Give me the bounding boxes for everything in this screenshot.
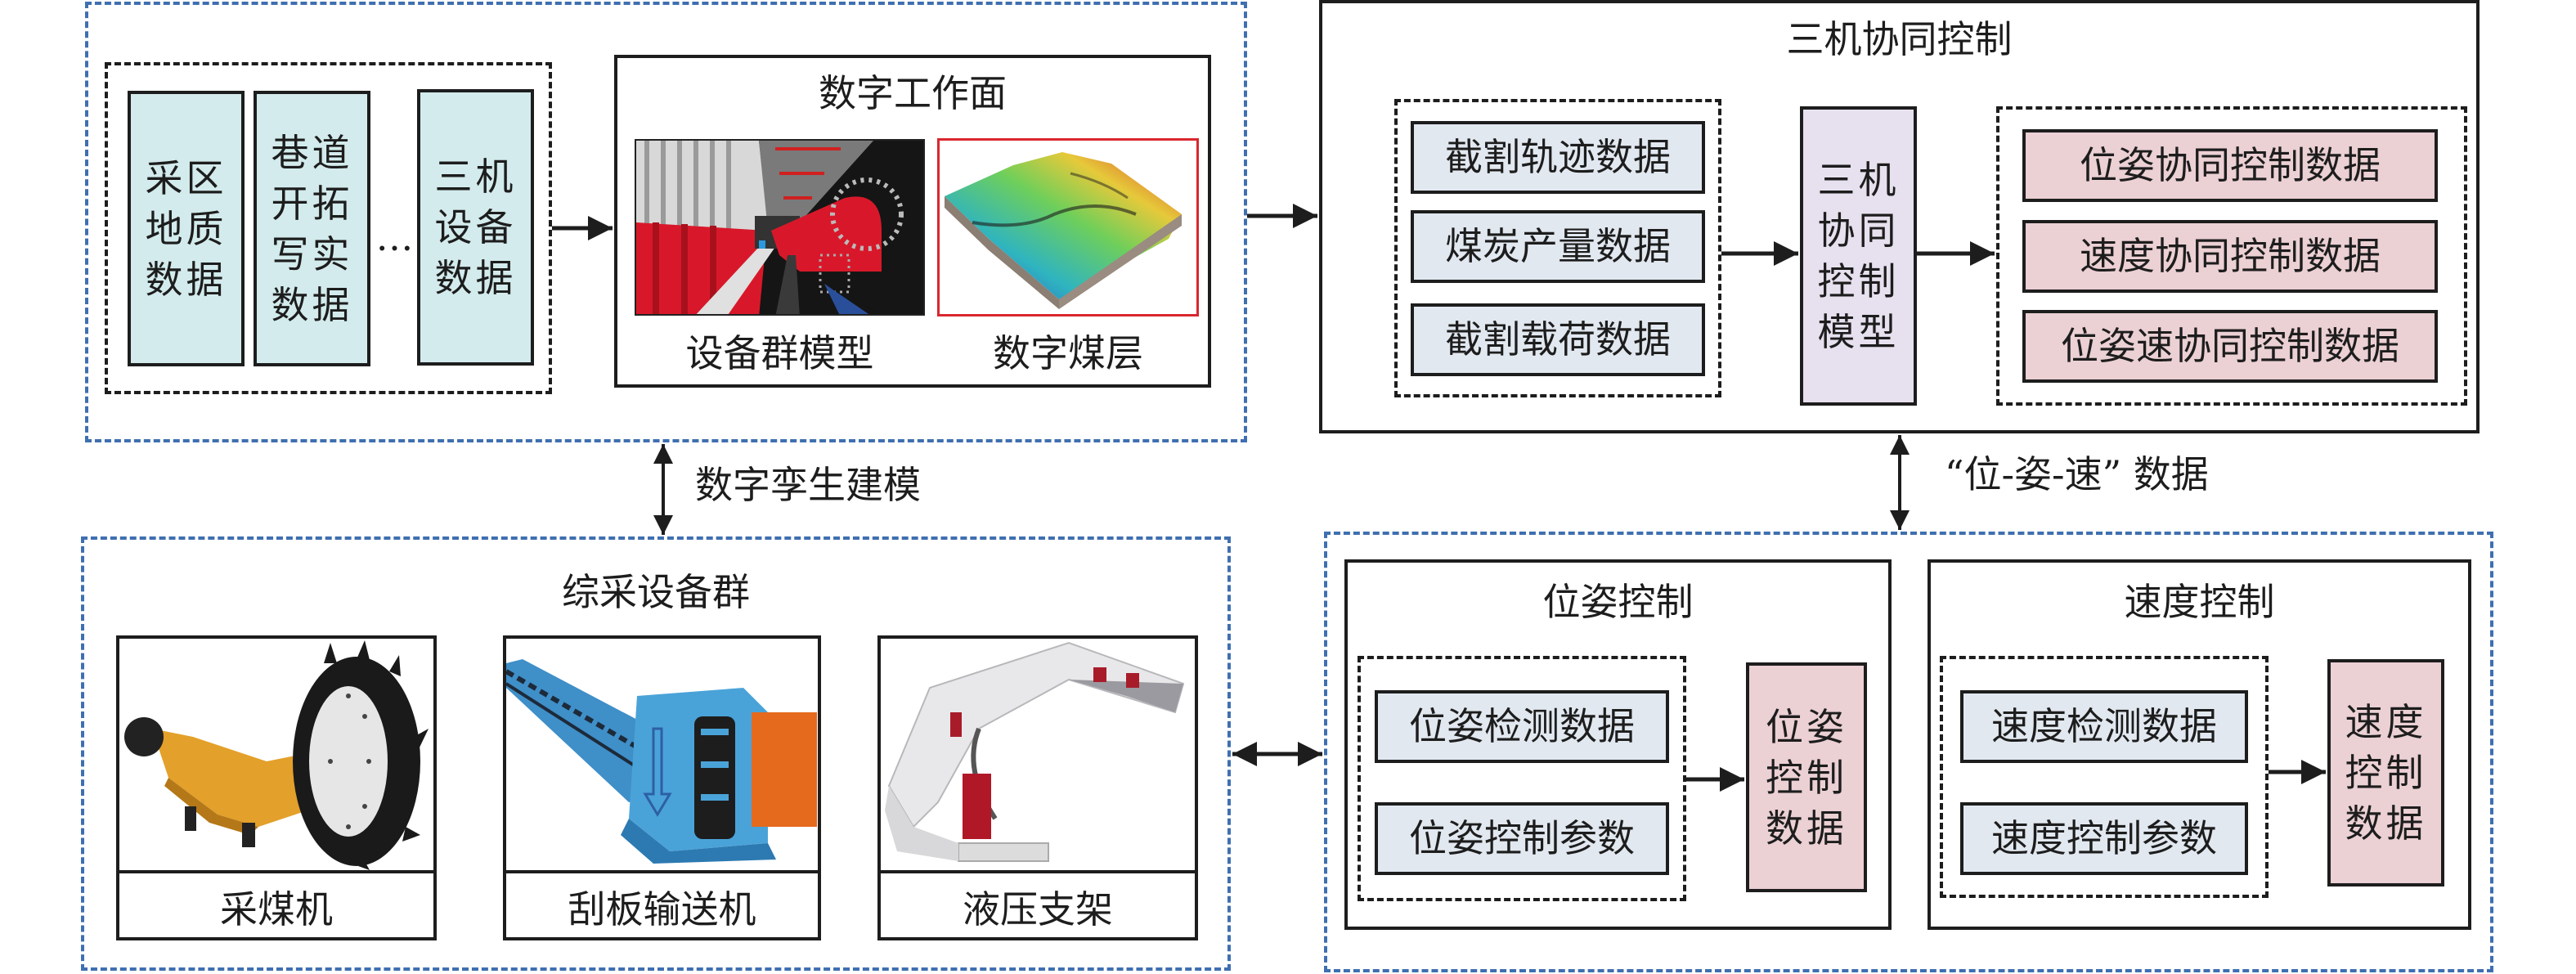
data-sources-group — [105, 62, 552, 394]
pose-control-title: 位姿控制 — [1542, 580, 1694, 624]
speed-control-title: 速度控制 — [2124, 580, 2275, 624]
equipment-group-model-graphic — [636, 141, 923, 314]
speed-input-parameters: 速度控制参数 — [1960, 802, 2248, 875]
speed-control-output-label: 速度 控制 数据 — [2345, 700, 2427, 846]
pose-control-output: 位姿 控制 数据 — [1746, 662, 1867, 892]
conveyor-divider — [503, 870, 821, 873]
equipment-group-title: 综采设备群 — [562, 570, 750, 614]
pose-input-parameters: 位姿控制参数 — [1375, 802, 1669, 875]
data-source-geology: 采区 地质 数据 — [128, 91, 245, 366]
data-source-roadway: 巷道 开拓 写实 数据 — [254, 91, 370, 366]
scraper-conveyor-graphic — [506, 659, 817, 864]
coordination-output-label: 速度协同控制数据 — [2080, 233, 2381, 278]
pose-input-detection: 位姿检测数据 — [1375, 690, 1669, 763]
equipment-group-panel — [81, 536, 1231, 971]
coordination-outputs-group — [1996, 106, 2467, 406]
coordination-inputs-group — [1394, 99, 1721, 397]
digital-coal-seam-image — [937, 138, 1199, 316]
speed-input-label: 速度检测数据 — [1991, 703, 2217, 748]
speed-input-detection: 速度检测数据 — [1960, 690, 2248, 763]
coordination-output-label: 位姿协同控制数据 — [2080, 142, 2381, 187]
coordination-output-label: 位姿速协同控制数据 — [2061, 323, 2399, 368]
shearer-divider — [116, 870, 437, 873]
coordination-input-cutting-load: 截割载荷数据 — [1411, 303, 1705, 376]
coordination-input-label: 煤炭产量数据 — [1445, 223, 1671, 268]
coordination-model-label: 三机 协同 控制 模型 — [1817, 158, 1900, 354]
digital-coal-seam-caption: 数字煤层 — [993, 331, 1143, 375]
coordination-model-box: 三机 协同 控制 模型 — [1800, 106, 1917, 406]
hydraulic-support-image — [881, 639, 1195, 870]
coordination-input-coal-output: 煤炭产量数据 — [1411, 210, 1705, 283]
coordination-output-pose-speed: 位姿速协同控制数据 — [2022, 310, 2438, 383]
coordination-output-pose: 位姿协同控制数据 — [2022, 129, 2438, 202]
pose-control-output-label: 位姿 控制 数据 — [1766, 704, 1847, 851]
shearer-image — [119, 639, 433, 870]
control-panel — [1324, 532, 2493, 972]
pose-inputs-group — [1358, 656, 1686, 901]
pose-input-label: 位姿检测数据 — [1409, 703, 1635, 748]
ellipsis-text: … — [375, 215, 414, 259]
conveyor-caption: 刮板输送机 — [568, 887, 756, 931]
shearer-caption: 采煤机 — [220, 887, 333, 931]
coordination-input-label: 截割载荷数据 — [1445, 316, 1671, 361]
speed-control-output: 速度 控制 数据 — [2327, 659, 2444, 886]
data-source-roadway-label: 巷道 开拓 写实 数据 — [271, 130, 353, 327]
digital-workface-title: 数字工作面 — [819, 71, 1007, 115]
coordination-input-cutting-trajectory: 截割轨迹数据 — [1411, 121, 1705, 194]
equipment-group-model-image — [635, 139, 925, 316]
hydraulic-support-graphic — [885, 641, 1185, 862]
speed-input-label: 速度控制参数 — [1991, 815, 2217, 860]
data-source-equipment: 三机 设备 数据 — [417, 89, 534, 366]
coordination-output-speed: 速度协同控制数据 — [2022, 220, 2438, 293]
digital-twin-modeling-label: 数字孪生建模 — [695, 463, 921, 507]
speed-inputs-group — [1940, 656, 2269, 898]
digital-modeling-panel — [85, 2, 1247, 442]
equipment-group-model-caption: 设备群模型 — [685, 331, 874, 375]
digital-coal-seam-graphic — [945, 152, 1182, 309]
ellipsis: … — [372, 213, 417, 262]
coordination-control-title: 三机协同控制 — [1786, 17, 2013, 61]
coordination-input-label: 截割轨迹数据 — [1445, 134, 1671, 179]
data-source-geology-label: 采区 地质 数据 — [145, 155, 227, 302]
shearer-graphic — [124, 640, 429, 870]
scraper-conveyor-image — [506, 639, 818, 870]
data-source-equipment-label: 三机 设备 数据 — [434, 155, 517, 300]
pose-speed-data-label: “位-姿-速” 数据 — [1945, 452, 2209, 496]
support-caption: 液压支架 — [963, 887, 1113, 931]
support-divider — [877, 870, 1198, 873]
pose-input-label: 位姿控制参数 — [1409, 815, 1635, 860]
